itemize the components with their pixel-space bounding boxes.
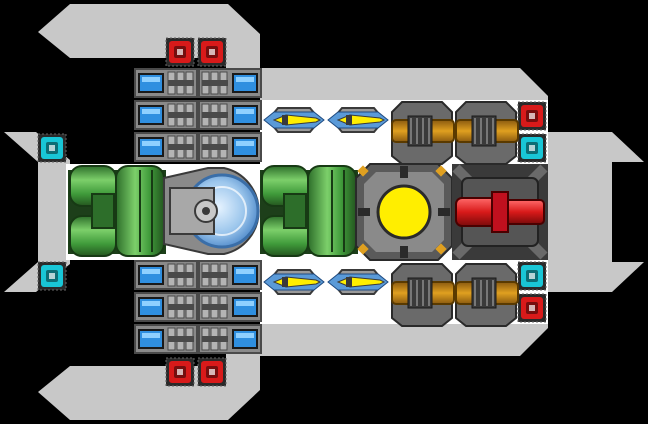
- battery-icon[interactable]: [198, 260, 262, 290]
- battery-icon[interactable]: [134, 68, 198, 98]
- battery-icon[interactable]: [134, 132, 198, 162]
- battery-icon[interactable]: [134, 260, 198, 290]
- battery-icon[interactable]: [198, 68, 262, 98]
- fuel-tank-icon[interactable]: [260, 165, 358, 257]
- hull-bottom-wing: [38, 324, 548, 420]
- cannon-turret-icon[interactable]: [455, 101, 519, 165]
- battery-icon[interactable]: [198, 100, 262, 130]
- blaster-turret-icon[interactable]: [263, 269, 325, 295]
- cyan-sensor-icon[interactable]: [37, 261, 67, 291]
- red-armor-icon[interactable]: [197, 357, 227, 387]
- power-core-icon[interactable]: [355, 163, 453, 261]
- shield-dome-icon[interactable]: [163, 167, 260, 255]
- red-armor-icon[interactable]: [517, 293, 547, 323]
- cannon-turret-icon[interactable]: [391, 263, 455, 327]
- battery-icon[interactable]: [198, 132, 262, 162]
- hull-left-bar: [38, 162, 70, 262]
- battery-icon[interactable]: [198, 292, 262, 322]
- cannon-turret-icon[interactable]: [455, 263, 519, 327]
- red-armor-icon[interactable]: [165, 357, 195, 387]
- cannon-turret-icon[interactable]: [391, 101, 455, 165]
- blaster-turret-icon[interactable]: [327, 269, 389, 295]
- fuel-tank-icon[interactable]: [68, 165, 166, 257]
- cyan-sensor-icon[interactable]: [517, 133, 547, 163]
- red-armor-icon[interactable]: [197, 37, 227, 67]
- battery-icon[interactable]: [134, 292, 198, 322]
- blaster-turret-icon[interactable]: [327, 107, 389, 133]
- blaster-turret-icon[interactable]: [263, 107, 325, 133]
- heavy-cannon-icon[interactable]: [452, 164, 548, 260]
- cyan-sensor-icon[interactable]: [37, 133, 67, 163]
- hull-top-wing: [38, 4, 548, 100]
- red-armor-icon[interactable]: [517, 101, 547, 131]
- battery-icon[interactable]: [134, 324, 198, 354]
- battery-icon[interactable]: [198, 324, 262, 354]
- red-armor-icon[interactable]: [165, 37, 195, 67]
- hull-right-bar: [548, 132, 612, 292]
- battery-icon[interactable]: [134, 100, 198, 130]
- cyan-sensor-icon[interactable]: [517, 261, 547, 291]
